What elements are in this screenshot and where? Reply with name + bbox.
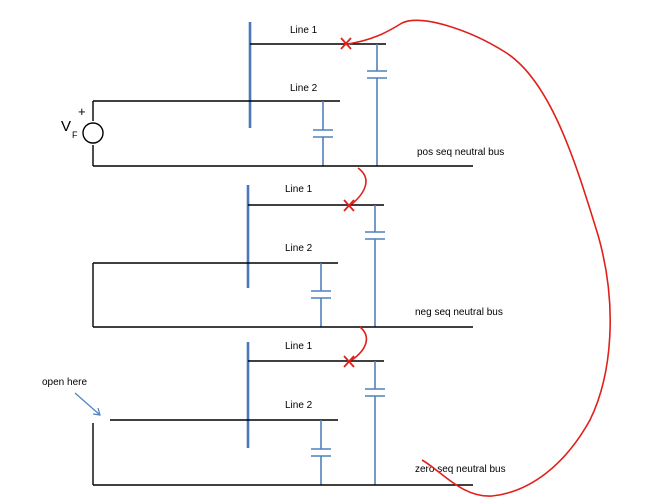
neg-seq-neutral-bus-label: neg seq neutral bus [415, 307, 503, 318]
neg-seq-line1-capacitor [365, 205, 385, 327]
pos-seq-neutral-bus-label: pos seq neutral bus [417, 147, 504, 158]
pos-seq-line2-label: Line 2 [290, 83, 318, 94]
neg-seq-network: Line 1 Line 2 neg seq neutral bus [92, 184, 503, 328]
neg-to-zero-fault-link [351, 326, 368, 361]
neg-seq-line2-label: Line 2 [285, 243, 313, 254]
open-here-arrow-icon [74, 392, 101, 416]
neg-seq-fault-marker-icon [343, 199, 355, 212]
source-subscript: F [72, 130, 78, 140]
pos-seq-network: Line 1 Line 2 V F + pos seq neutral bus [61, 22, 504, 167]
neg-seq-line2-capacitor [311, 263, 331, 327]
zero-seq-line2-label: Line 2 [285, 400, 313, 411]
zero-seq-line1-capacitor [365, 361, 385, 485]
pos-seq-fault-marker-icon [340, 37, 352, 50]
zero-seq-neutral-bus-label: zero seq neutral bus [415, 464, 506, 475]
pos-seq-line2-capacitor [313, 101, 333, 166]
voltage-source-icon [82, 122, 104, 144]
zero-seq-network: Line 1 Line 2 zero seq neutral bus open … [42, 341, 506, 486]
pos-to-neg-fault-link [351, 167, 367, 205]
fault-connection-wires [347, 19, 611, 497]
zero-seq-fault-marker-icon [343, 355, 355, 368]
open-here-annotation: open here [42, 377, 87, 388]
zero-seq-line1-label: Line 1 [285, 341, 313, 352]
pos-to-zero-outer-fault-link [347, 19, 611, 497]
pos-seq-line1-label: Line 1 [290, 25, 318, 36]
source-polarity: + [78, 104, 86, 119]
zero-seq-line2-capacitor [311, 420, 331, 485]
pos-seq-line1-capacitor [367, 44, 387, 166]
source-label: V [61, 118, 71, 135]
neg-seq-line1-label: Line 1 [285, 184, 313, 195]
